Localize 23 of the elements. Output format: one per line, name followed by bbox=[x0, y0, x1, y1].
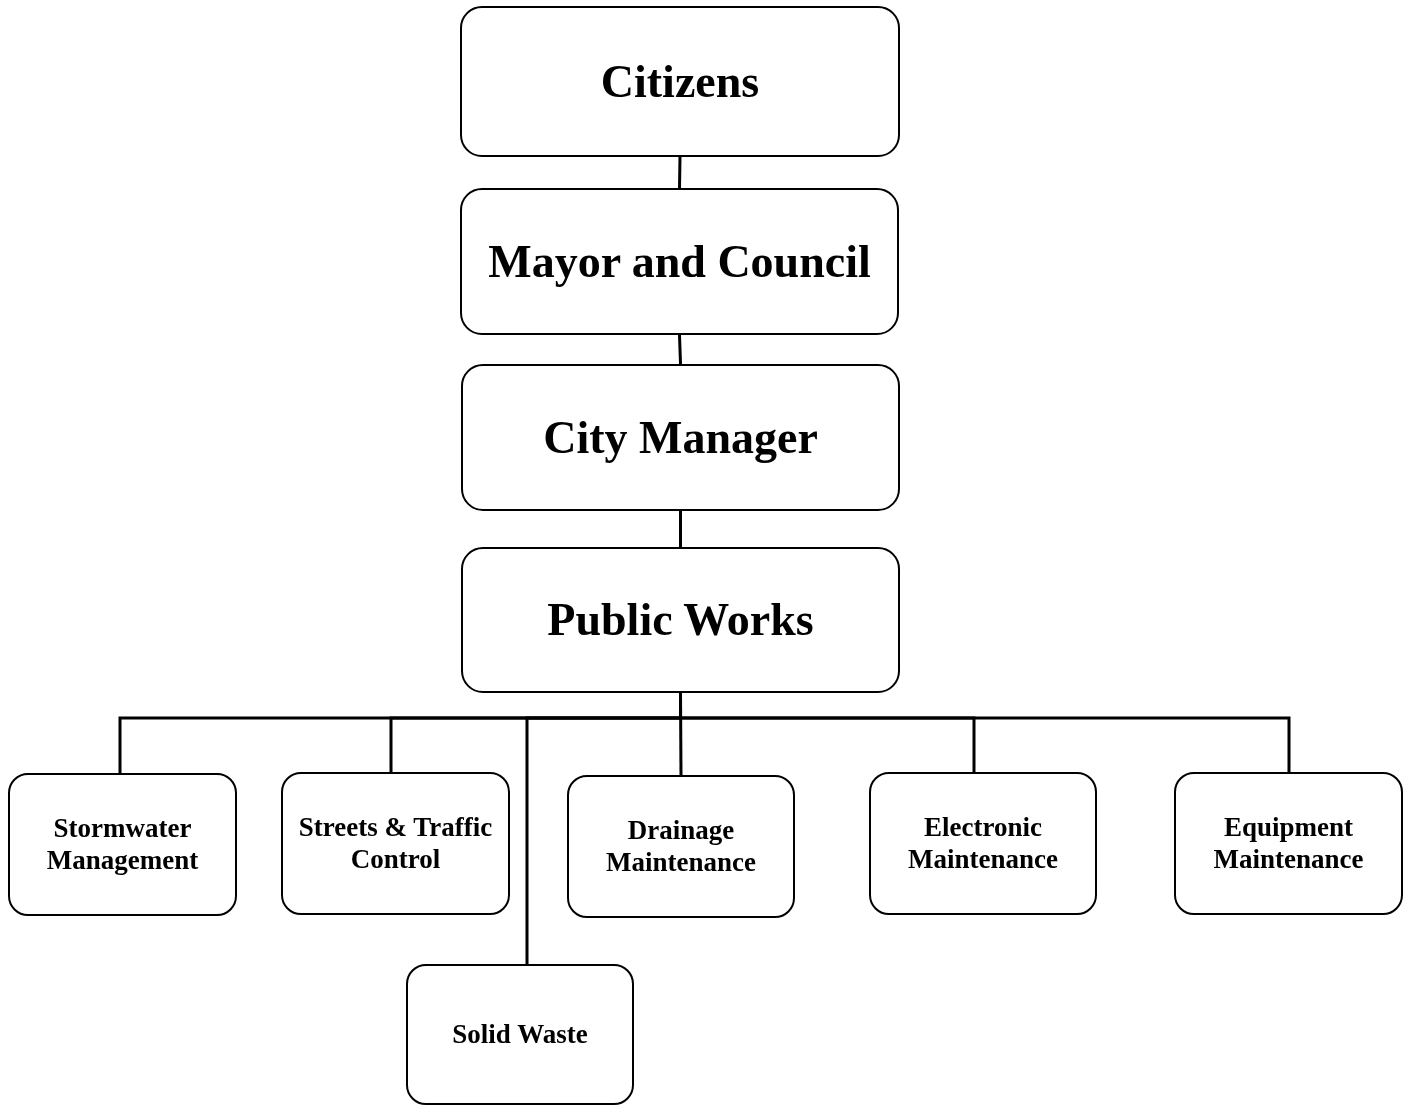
org-box bbox=[281, 772, 510, 915]
box-label: Drainage Maintenance bbox=[605, 815, 757, 878]
connector-line bbox=[678, 334, 682, 365]
box-label: Electronic Maintenance bbox=[907, 812, 1059, 875]
org-box bbox=[567, 775, 795, 918]
org-box bbox=[461, 547, 900, 693]
box-label: Citizens bbox=[600, 56, 760, 107]
box-label: Public Works bbox=[547, 595, 814, 645]
org-box bbox=[460, 6, 900, 157]
connector-line bbox=[678, 156, 682, 189]
box-label: City Manager bbox=[543, 412, 818, 463]
org-box bbox=[461, 364, 900, 511]
box-label: Mayor and Council bbox=[488, 236, 871, 287]
org-box bbox=[869, 772, 1097, 915]
box-label: Solid Waste bbox=[452, 1018, 588, 1050]
connector-line bbox=[679, 511, 682, 547]
org-box bbox=[1174, 772, 1403, 915]
org-box bbox=[8, 773, 237, 916]
org-box bbox=[406, 964, 634, 1105]
box-label: Equipment Maintenance bbox=[1212, 812, 1365, 875]
box-label: Stormwater Management bbox=[45, 813, 200, 876]
box-label: Streets & Traffic Control bbox=[297, 812, 494, 875]
org-box bbox=[460, 188, 899, 335]
